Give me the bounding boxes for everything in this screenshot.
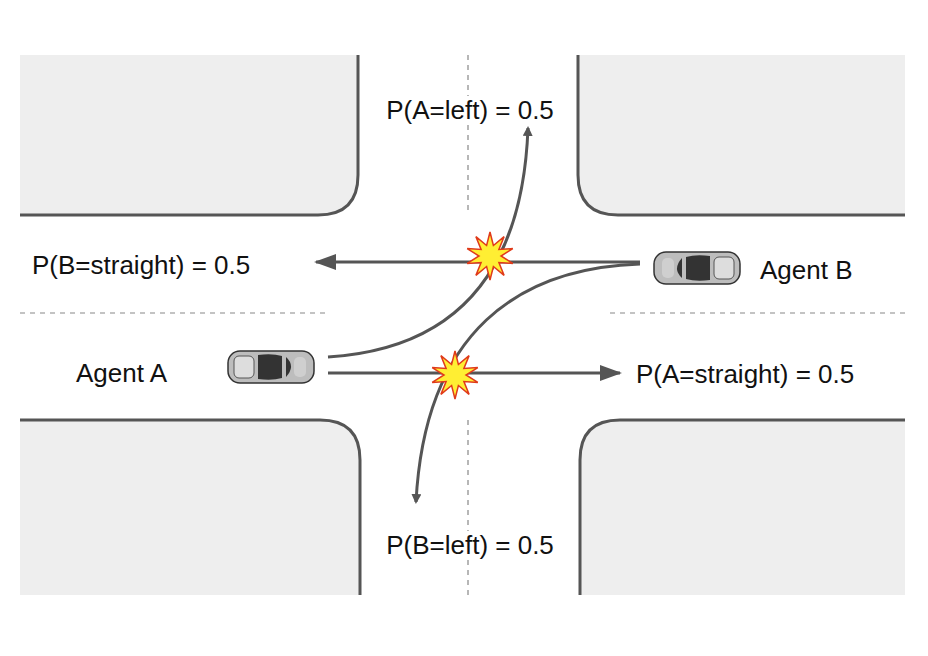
trajectories (316, 128, 640, 502)
probability-label: P(A=straight) = 0.5 (634, 360, 856, 389)
car-b (654, 252, 740, 284)
lane-markings (20, 55, 905, 595)
probability-label: P(B=straight) = 0.5 (30, 251, 252, 280)
probability-label: Agent A (74, 359, 169, 388)
city-blocks (20, 55, 905, 595)
probability-label: Agent B (758, 256, 855, 285)
probability-label: P(B=left) = 0.5 (384, 531, 556, 560)
probability-label: P(A=left) = 0.5 (384, 96, 556, 125)
collision-stars (432, 232, 513, 399)
car-a (228, 351, 314, 383)
